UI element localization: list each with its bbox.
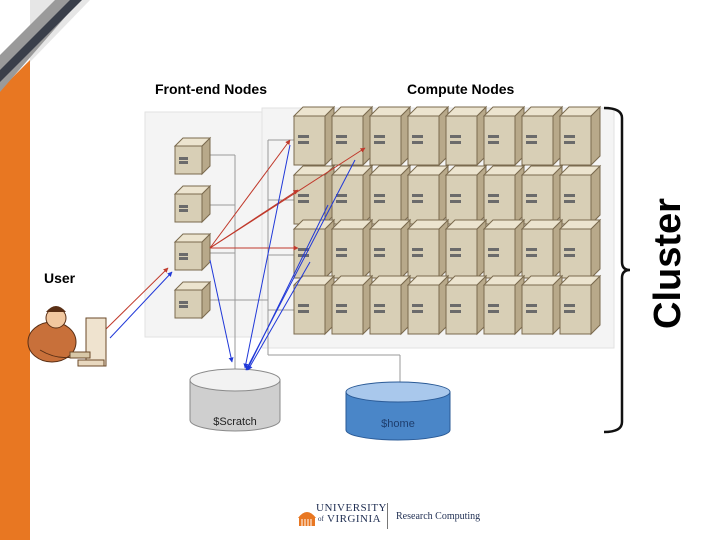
corner-decoration [0,0,90,92]
scratch-disk-label: $Scratch [213,416,256,428]
compute-server [368,274,412,336]
compute-server [558,218,602,280]
red-arrows [104,139,366,331]
compute-server [482,274,526,336]
compute-server [292,164,336,226]
cluster-bracket [603,106,631,434]
compute-server [368,218,412,280]
compute-server [444,274,488,336]
compute-server [444,164,488,226]
logo-of-text: of [318,515,324,523]
compute-server [368,105,412,167]
compute-server [482,105,526,167]
home-disk-label: $home [381,418,415,430]
compute-server [520,274,564,336]
compute-server [558,105,602,167]
compute-server [292,218,336,280]
compute-server [520,218,564,280]
compute-server [482,218,526,280]
front-end-server [173,184,212,224]
front-end-nodes-label: Front-end Nodes [155,81,267,97]
logo-department-text: Research Computing [396,511,481,522]
orange-side-bar [0,0,30,540]
front-end-server [173,232,212,272]
compute-server [406,218,450,280]
front-end-server [173,136,212,176]
blue-arrows [109,144,356,371]
compute-server [444,218,488,280]
compute-server [292,105,336,167]
compute-server [444,105,488,167]
compute-server [330,164,374,226]
logo-virginia-text: VIRGINIA [327,513,382,525]
compute-server [406,105,450,167]
compute-nodes-label: Compute Nodes [407,81,515,97]
compute-server [330,218,374,280]
compute-server [520,164,564,226]
compute-server [558,274,602,336]
compute-server [558,164,602,226]
compute-server [406,164,450,226]
compute-server [406,274,450,336]
user-icon [27,306,107,367]
cluster-label: Cluster [647,198,689,329]
compute-server [292,274,336,336]
scratch-storage-disk: $Scratch [189,368,281,432]
front-end-server [173,280,212,320]
logo-university-text: UNIVERSITY [316,502,387,514]
user-label: User [44,270,76,286]
compute-server [520,105,564,167]
compute-server [368,164,412,226]
logo-divider [387,503,388,529]
compute-server [330,274,374,336]
rotunda-icon [298,512,316,526]
compute-server [482,164,526,226]
home-storage-disk: $home [345,381,451,441]
